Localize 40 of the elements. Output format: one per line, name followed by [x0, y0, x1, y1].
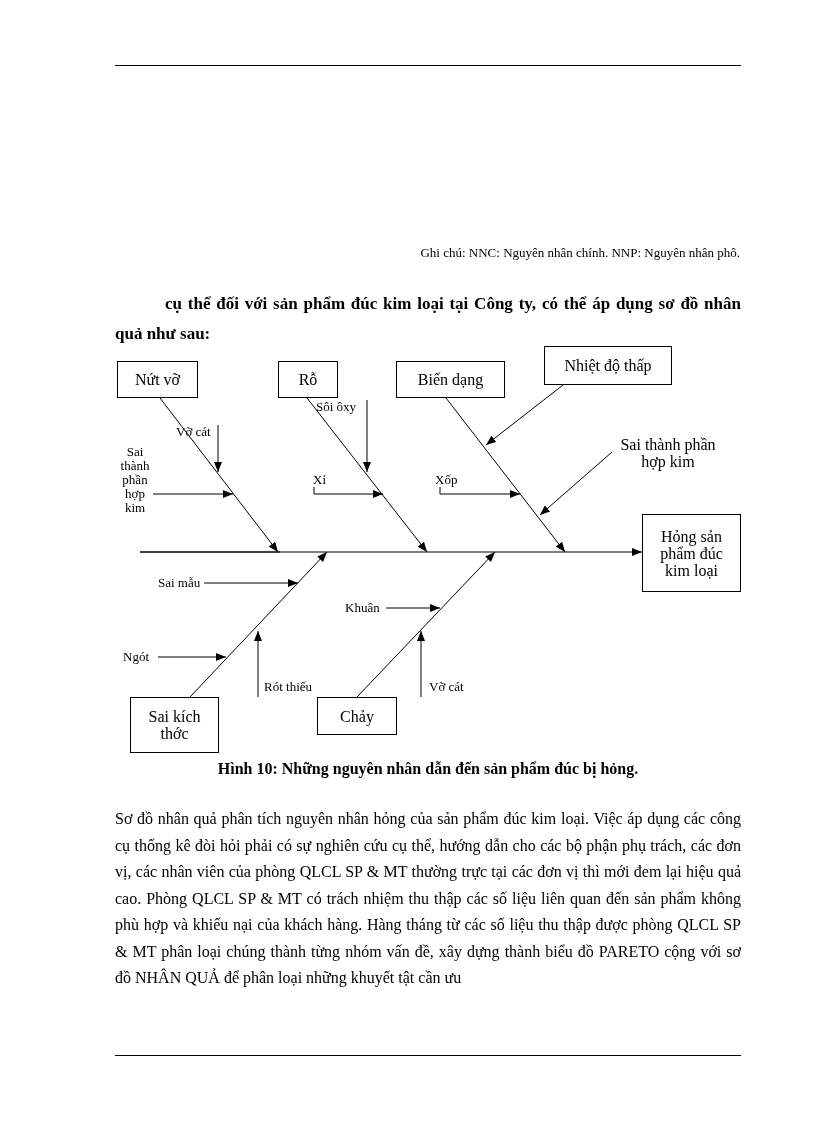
figure-caption: Hình 10: Những nguyên nhân dẫn đến sản phẩm đúc bị hỏng.	[216, 760, 640, 778]
cause-box: Sai kích thớc	[130, 697, 219, 753]
arrow	[189, 551, 328, 698]
cause-label: Vỡ cát	[429, 680, 464, 694]
cause-label: Sai thành phần hợp kim	[118, 445, 152, 515]
arrow	[385, 604, 441, 612]
arrow	[363, 399, 371, 473]
arrow	[445, 397, 566, 553]
cause-label: Sai mẫu	[158, 576, 201, 590]
arrow	[152, 490, 234, 498]
paragraph: Sơ đồ nhân quả phân tích nguyên nhân hỏng của sản phẩm đúc kim loại. Việc áp dụng các công cụ thống kê đòi hỏi phải có sự nghiên cứu cụ thể, hướng dẫn cho các bộ phận phụ trách, các đơn vị, các nhân viên của phòng QLCL SP & MT thường trực tại các đơn vị thì mới đem lại hiệu quả cao. Phòng QLCL SP & MT có trách nhiệm thu thập các số liệu liên quan đến sản phẩm không phù hợp và khiếu nại của khách hàng. Hàng tháng từ các số liệu thu thập được phòng QLCL SP & MT phân loại chúng thành từng nhóm vấn đề, xây dựng thành biểu đồ PARETO cộng với sơ đồ NHÂN QUẢ để phân loại những khuyết tật cần ưu	[115, 809, 741, 989]
arrow	[203, 579, 299, 587]
cause-box: Nhiệt độ thấp	[544, 346, 672, 385]
cause-box: Rỗ	[278, 361, 338, 398]
cause-box: Biến dạng	[396, 361, 505, 398]
arrow	[539, 451, 613, 516]
arrow	[313, 486, 384, 498]
cause-box: Chảy	[317, 697, 397, 735]
cause-label: Rót thiếu	[264, 680, 313, 694]
arrow	[485, 384, 564, 446]
arrow	[417, 630, 425, 698]
arrow	[306, 397, 428, 553]
arrow	[214, 424, 222, 473]
arrow	[139, 548, 643, 556]
arrow	[356, 551, 496, 698]
cause-label: Xỉ	[313, 473, 326, 487]
cause-label: Ngót	[123, 650, 149, 664]
paragraph: cụ thể đối với sản phẩm đúc kim loại tại Công ty, có thể áp dụng sơ đồ nhân quả như sau:	[115, 293, 741, 345]
effect-box: Hỏng sản phẩm đúc kim loại	[642, 514, 741, 592]
cause-label: Sai thành phần hợp kim	[612, 436, 724, 470]
arrow	[157, 653, 227, 661]
cause-label: Xốp	[435, 473, 458, 487]
note-text: Ghi chú: NNC: Nguyên nhân chính. NNP: Nguyên nhân phô.	[419, 245, 740, 261]
cause-label: Khuân	[345, 601, 380, 615]
cause-label: Sôi ôxy	[316, 400, 357, 414]
arrow	[254, 630, 262, 698]
arrow	[159, 397, 279, 553]
cause-box: Nứt vỡ	[117, 361, 198, 398]
arrow	[439, 486, 521, 498]
cause-label: Vỡ cát	[176, 425, 211, 439]
